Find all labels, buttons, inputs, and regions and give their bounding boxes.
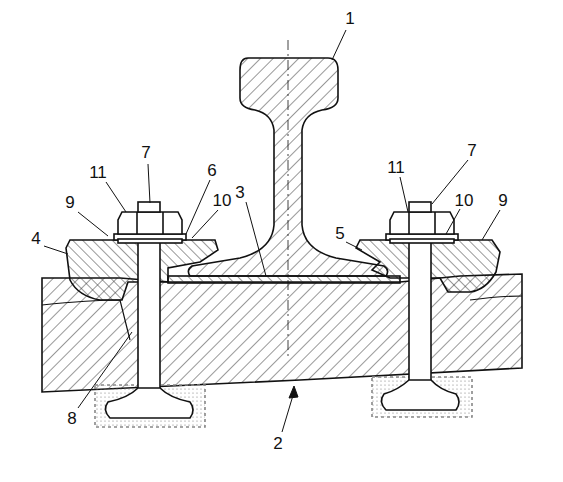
bolt-left [105, 202, 193, 418]
callout-number: 3 [234, 184, 245, 201]
callout-number: 9 [64, 194, 75, 211]
leader-lines [44, 30, 500, 432]
callout-number: 6 [206, 162, 217, 179]
callout-number: 8 [66, 410, 77, 427]
callout-number: 10 [454, 192, 475, 209]
rail-pad [168, 276, 400, 283]
callout-number: 7 [466, 142, 477, 159]
callout-number: 4 [30, 230, 41, 247]
callout-number: 11 [386, 159, 406, 176]
callout-number: 1 [344, 10, 355, 27]
callout-number: 7 [140, 144, 151, 161]
callout-number: 11 [88, 164, 108, 181]
callout-number: 5 [334, 225, 345, 242]
callout-number: 2 [272, 435, 283, 452]
callout-number: 10 [212, 192, 233, 209]
bolt-right [381, 202, 459, 410]
callout-number: 9 [497, 192, 508, 209]
